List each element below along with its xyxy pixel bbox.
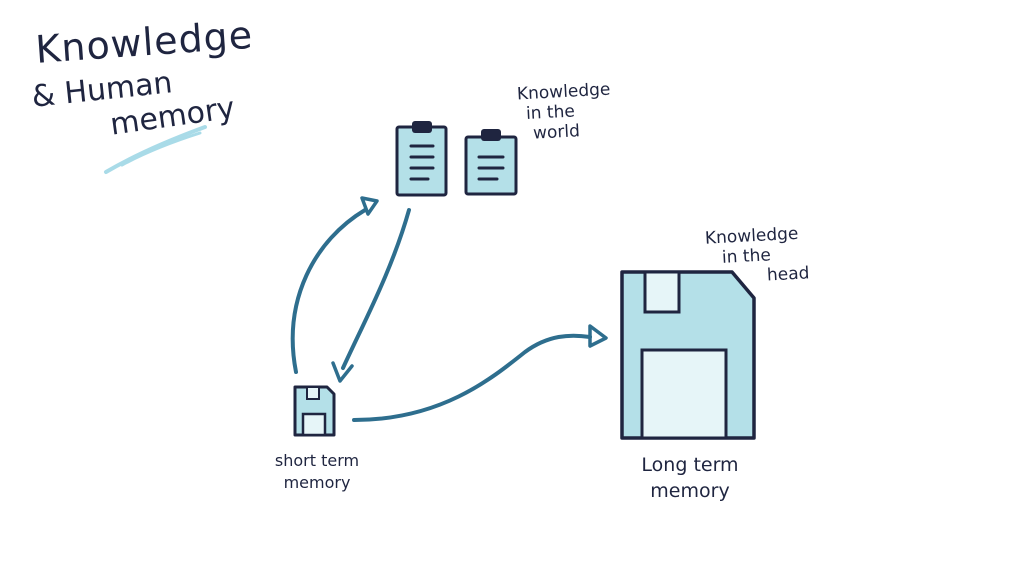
clipboard-icon: [464, 129, 518, 196]
floppy-disk-icon: [620, 270, 756, 440]
label-line: Long term: [641, 454, 739, 476]
label-line: memory: [650, 480, 730, 502]
arrow-world-to-short: [331, 208, 411, 383]
label-line: short term: [274, 451, 360, 470]
label-short-term-memory: short term memory: [262, 450, 372, 494]
clipboard-icon: [395, 121, 448, 197]
label-long-term-memory: Long term memory: [620, 452, 760, 504]
floppy-disk-icon: [293, 385, 336, 437]
label-knowledge-in-head: Knowledge in the head: [705, 223, 810, 288]
title-underline: [104, 125, 207, 174]
arrow-short-to-long: [352, 324, 608, 422]
arrow-short-to-world: [290, 196, 379, 374]
label-line: memory: [283, 473, 351, 492]
label-knowledge-in-world: Knowledge in the world: [516, 80, 612, 145]
